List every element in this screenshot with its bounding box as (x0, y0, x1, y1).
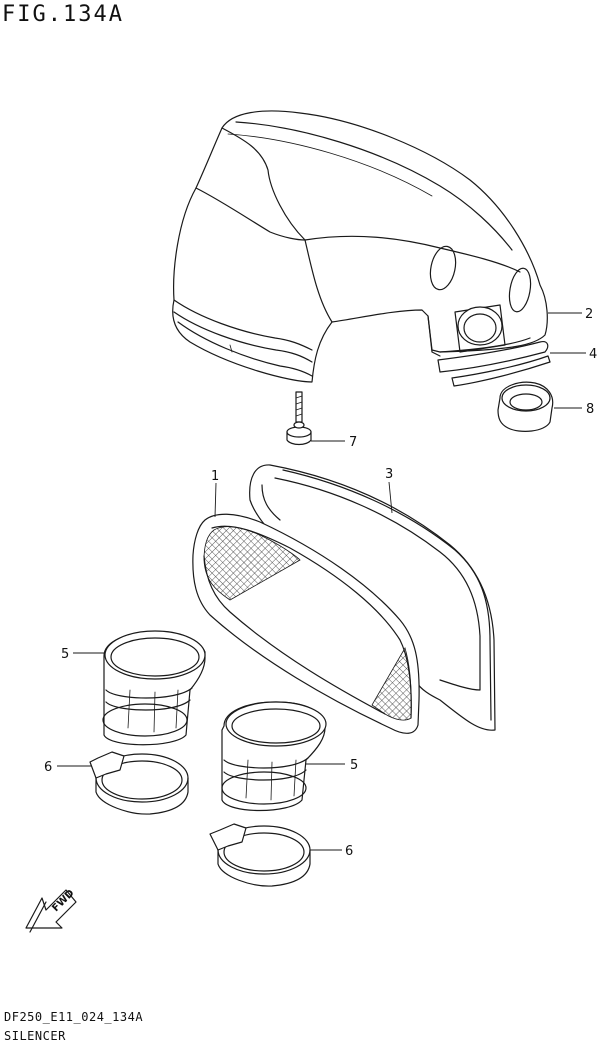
drawing-code: DF250_E11_024_134A (4, 1010, 144, 1024)
silencer-case (172, 110, 548, 383)
clamp-left (89, 751, 189, 815)
section-name: SILENCER (4, 1029, 66, 1043)
bolt (286, 391, 312, 446)
callout-5-right: 5 (350, 758, 358, 773)
callout-8: 8 (586, 402, 594, 417)
fwd-arrow: FWD (25, 888, 77, 933)
callout-7: 7 (349, 435, 357, 450)
callout-3: 3 (385, 467, 393, 482)
clamp-right (209, 823, 311, 887)
filter-element (192, 513, 420, 734)
intake-duct-right (221, 701, 327, 812)
callout-2: 2 (585, 307, 593, 322)
figure-title: FIG.134A (2, 2, 124, 27)
grommet (497, 381, 554, 432)
callout-1: 1 (211, 469, 219, 484)
intake-duct-left (102, 630, 206, 746)
case-seal (437, 341, 551, 387)
callout-4: 4 (589, 347, 597, 362)
callout-5-left: 5 (61, 647, 69, 662)
callout-labels: 2 4 8 7 1 3 5 5 6 6 (44, 307, 597, 859)
callout-6-right: 6 (345, 844, 353, 859)
callout-6-left: 6 (44, 760, 52, 775)
